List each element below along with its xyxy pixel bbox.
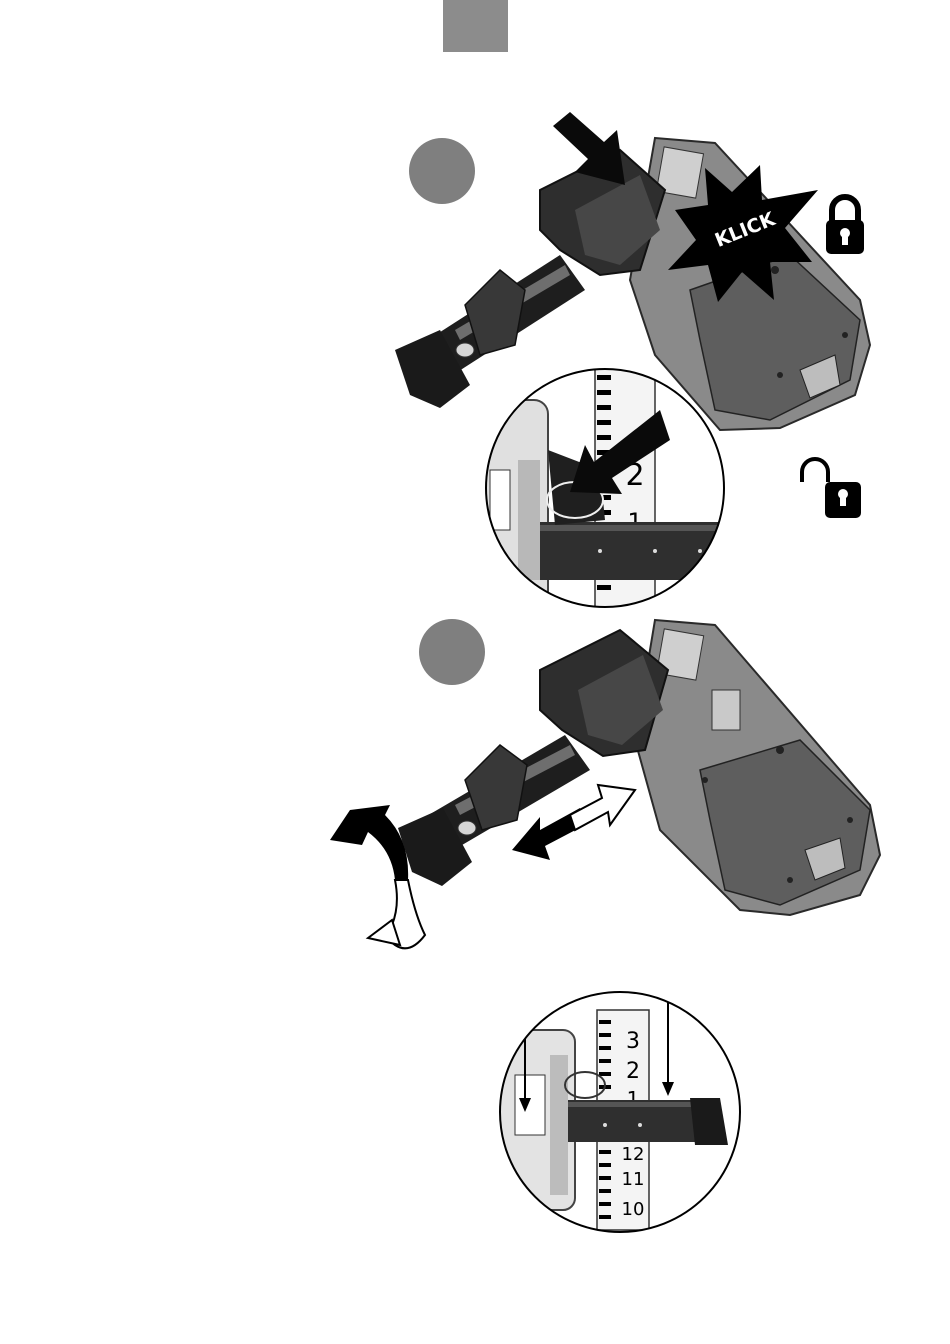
ruler-label-10: 10 (622, 1199, 645, 1220)
ruler-label-2b: 2 (626, 1059, 640, 1084)
padlock-open-icon (802, 459, 861, 518)
padlock-closed-icon (826, 197, 864, 254)
ruler-label-3: 3 (626, 1029, 640, 1054)
detail-circle-1: 2 1 (480, 365, 730, 620)
ruler-label-12: 12 (622, 1144, 645, 1165)
ruler-label-11: 11 (622, 1169, 645, 1190)
detail-circle-2: 3 2 1 12 11 10 (500, 992, 740, 1232)
receiver-mount-illustration-2 (398, 620, 880, 915)
